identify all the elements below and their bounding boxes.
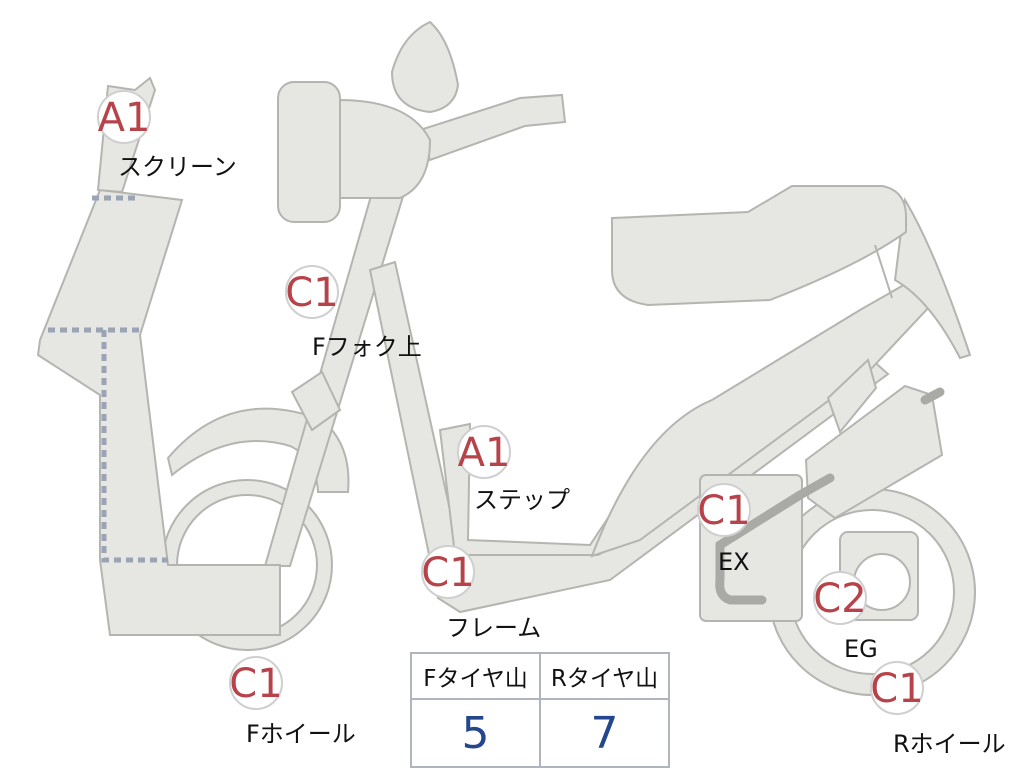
fork-clamp [290,370,342,432]
badge-circle [421,545,475,599]
rear-tread-value: 7 [539,698,670,768]
part-label: EG [844,635,878,663]
part-label: EX [718,548,750,576]
part-label: Fフォク上 [312,333,422,361]
badge-code: C1 [285,270,338,316]
part-label: スクリーン [118,153,237,181]
exhaust-pipe [715,473,835,605]
front-tread-header: Fタイヤ山 [410,652,541,700]
badge-code: C1 [870,666,923,712]
handlebar [418,93,567,162]
badge-circle [457,425,511,479]
leg-shield [36,188,281,636]
headlight [337,98,432,199]
badge-step: A1 ステップ [457,425,570,514]
body-seam-dotted [101,330,168,563]
part-label: フレーム [446,614,541,642]
badge-circle [697,483,751,537]
badge-circle [97,90,151,144]
badge-circle [229,656,283,710]
rear-tail [893,197,972,360]
seat-seam [874,244,893,299]
rear-shock [804,384,944,520]
tire-tread-table: Fタイヤ山 Rタイヤ山 5 7 [410,652,670,768]
badge-code: C1 [421,550,474,596]
front-tread-value: 5 [410,698,541,768]
part-label: ステップ [474,486,570,514]
seat [611,185,907,307]
tread-table-header-row: Fタイヤ山 Rタイヤ山 [410,652,670,700]
badge-code: C1 [229,661,282,707]
rear-tread-header: Rタイヤ山 [539,652,670,700]
headlight-rim [277,81,341,223]
badge-code: A1 [458,430,511,476]
tread-table-value-row: 5 7 [410,698,670,768]
badge-code: A1 [98,95,151,141]
swingarm [826,358,878,435]
badge-screen: A1 スクリーン [97,90,237,181]
part-label: Fホイール [246,720,356,748]
mirror [390,20,460,114]
shock-rod [920,387,945,405]
badge-code: C2 [813,576,866,622]
front-fork [263,180,407,567]
badge-layer: A1スクリーンC1Fフォク上A1ステップC1フレームC1EXC2EGC1Fホイー… [97,90,1006,758]
badge-circle [813,571,867,625]
badge-circle [285,265,339,319]
badge-code: C1 [697,488,750,534]
badge-circle [870,661,924,715]
part-label: Rホイール [893,730,1006,758]
badge-frame: C1 フレーム [421,545,541,642]
